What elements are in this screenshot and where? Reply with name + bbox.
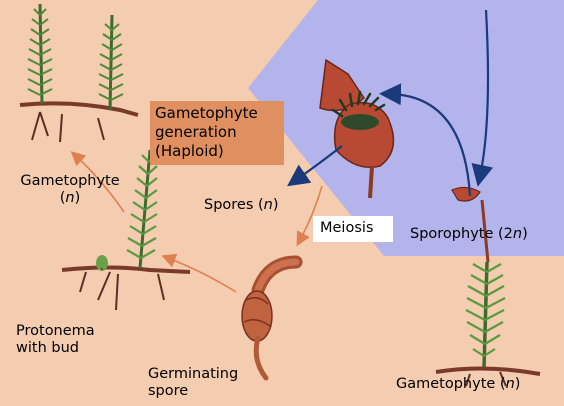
label-gametophyte-left-line1: Gametophyte (20, 173, 120, 189)
gametophyte-plants-top (19, 3, 139, 143)
arrow-spores-to-germination (296, 185, 323, 247)
label-spores: Spores (n) (204, 197, 279, 213)
label-sporophyte: Sporophyte (2n) (410, 226, 528, 242)
label-protonema: Protonema with bud (16, 323, 95, 357)
sporophyte-phase-region (248, 0, 564, 256)
arrow-gametophyte-to-sporophyte (471, 9, 494, 187)
spore-capsule-drawing (319, 58, 395, 199)
label-gametophyte-bottom: Gametophyte (n) (396, 376, 521, 392)
label-gametophyte-left: Gametophyte (n) (4, 173, 136, 207)
germinating-spore-drawing (241, 255, 303, 381)
generation-box-line3: (Haploid) (155, 142, 224, 160)
label-protonema-line2: with bud (16, 340, 79, 356)
label-germinating-line2: spore (148, 383, 189, 399)
label-germinating-spore: Germinating spore (148, 366, 238, 400)
arrow-capsule-to-spores (286, 145, 343, 187)
label-protonema-line1: Protonema (16, 323, 95, 339)
sporophyte-plant-drawing (435, 186, 541, 387)
gametophyte-generation-box: Gametophyte generation (Haploid) (150, 101, 284, 165)
meiosis-label-box: Meiosis (313, 216, 393, 242)
arrow-protonema-to-gametophyte (70, 151, 125, 213)
generation-box-line2: generation (155, 123, 237, 141)
arrow-sporophyte-to-capsule (379, 83, 472, 197)
generation-box-line1: Gametophyte (155, 104, 258, 122)
label-gametophyte-left-line2: (n) (59, 190, 81, 206)
arrow-germination-to-protonema (161, 253, 237, 293)
label-germinating-line1: Germinating (148, 366, 239, 382)
label-meiosis: Meiosis (320, 220, 374, 236)
gametophyte-plant-middle (61, 149, 191, 311)
